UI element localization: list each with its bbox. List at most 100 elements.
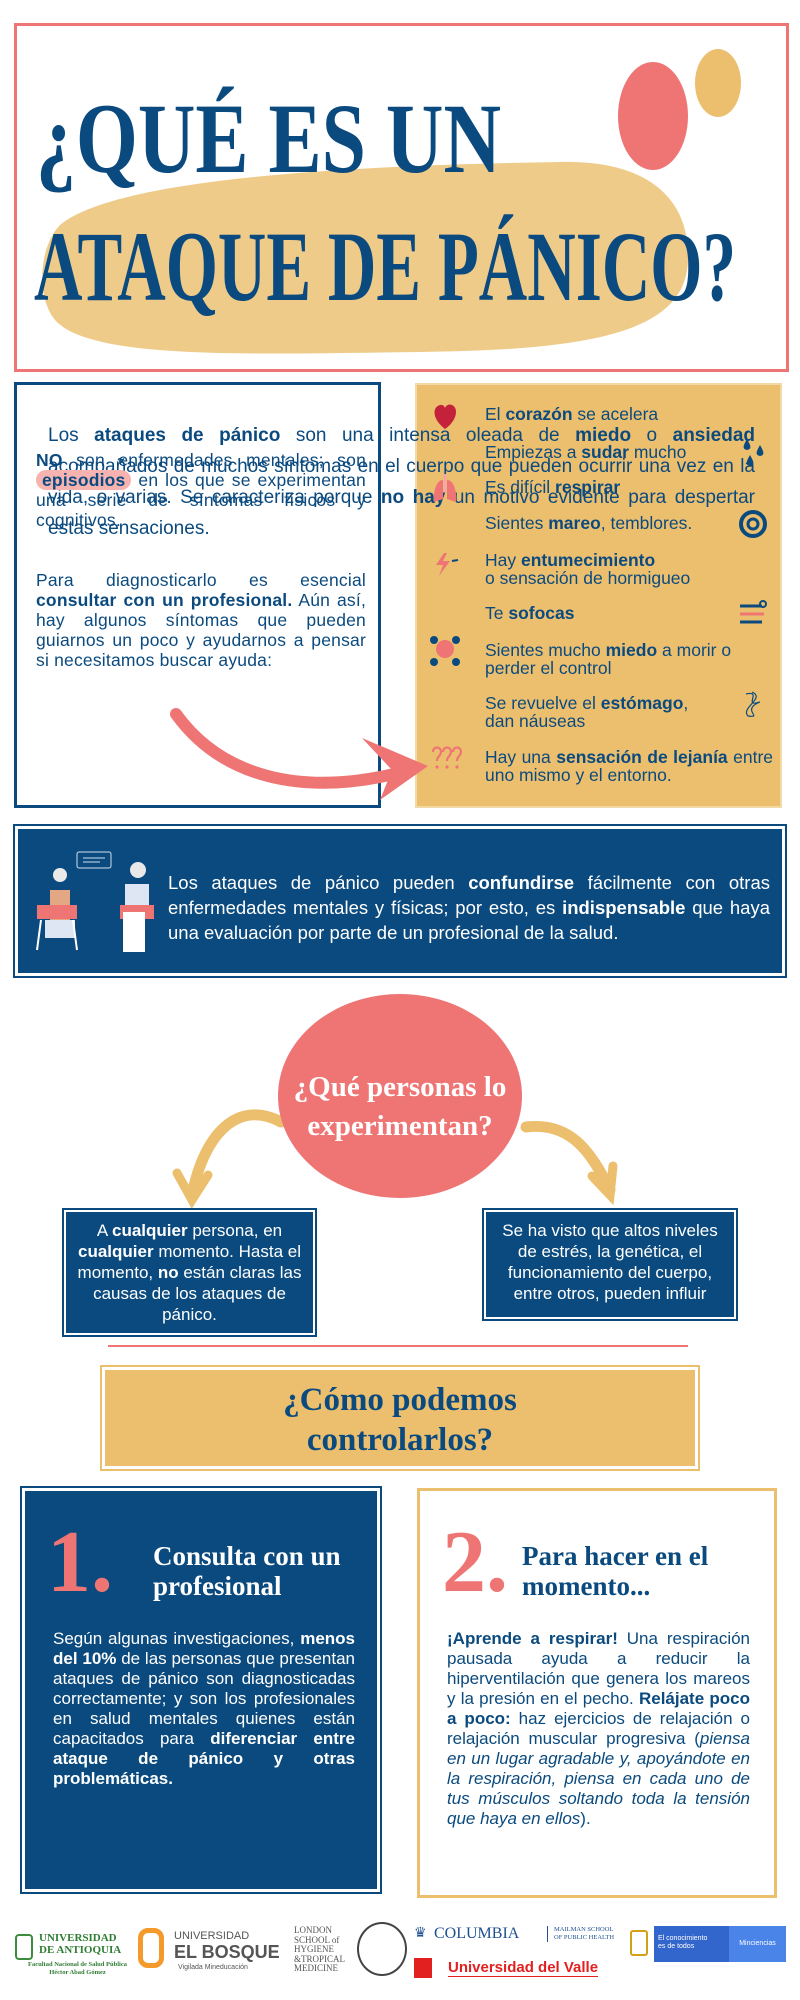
bosque-name-1: UNIVERSIDAD xyxy=(174,1930,250,1942)
symptom-item: Se revuelve el estómago, dan náuseas xyxy=(485,694,773,730)
right-arrow xyxy=(520,1120,616,1196)
lshtm-line: &TROPICAL xyxy=(294,1953,346,1964)
text-segment: ). xyxy=(580,1809,591,1828)
intro-paragraph: Los ataques de pánico son una intensa ol… xyxy=(48,420,755,544)
bold-text: consultar con un profesional. xyxy=(36,590,293,610)
text-segment: Hay una xyxy=(485,747,557,767)
section-divider xyxy=(108,1345,688,1347)
text-segment: Para diagnosticarlo es esencial xyxy=(36,570,366,590)
bold-text: no xyxy=(157,1263,179,1282)
bold-text: ansiedad xyxy=(672,425,755,446)
tip-body-2: ¡Aprende a respirar! Una respiración pau… xyxy=(447,1629,750,1829)
bold-text: no hay xyxy=(380,487,446,508)
text-segment: o sensación de hormigueo xyxy=(485,568,691,588)
text-segment: Te xyxy=(485,603,509,623)
tip-body-1: Según algunas investigaciones, menos del… xyxy=(53,1629,355,1789)
text-segment: o xyxy=(631,425,673,446)
text-segment: acompañados de muchos síntomas en el cue… xyxy=(48,456,755,508)
bold-text: corazón xyxy=(505,404,573,424)
text-segment: , temblores. xyxy=(600,513,693,533)
text-segment: fácilmente con otras enfermedades mental… xyxy=(168,872,770,918)
diagnosis-paragraph: Para diagnosticarlo es esencial consulta… xyxy=(36,570,366,670)
text-segment: piensa en un lugar agradable y, apoyándo… xyxy=(447,1729,750,1828)
univalle-name: Universidad del Valle xyxy=(448,1959,599,1977)
bold-text: NO xyxy=(36,450,63,470)
lungs-icon xyxy=(430,472,460,504)
symptom-item: El corazón se acelera xyxy=(485,405,773,423)
bold-text: mareo xyxy=(548,513,601,533)
crown-icon: ♛ xyxy=(414,1924,427,1940)
sweat-drops-icon xyxy=(738,437,768,469)
banner-text: Los ataques de pánico pueden confundirse… xyxy=(168,870,770,945)
text-segment: Los ataques de pánico pueden xyxy=(168,872,469,893)
left-arrow xyxy=(186,1109,285,1201)
control-heading-box: ¿Cómo podemos controlarlos? xyxy=(100,1365,700,1471)
udea-faculty-name: Héctor Abad Gómez xyxy=(49,1969,106,1976)
bold-text: sofocas xyxy=(508,603,575,623)
symptom-item: Te sofocas xyxy=(485,604,773,622)
lshtm-seal-icon xyxy=(357,1922,407,1976)
text-segment: A xyxy=(96,1221,112,1240)
tip-card-1: 1. Consulta con un profesional Según alg… xyxy=(20,1486,382,1894)
lshtm-line: LONDON xyxy=(294,1925,332,1935)
who-left-box: A cualquier persona, en cualquier moment… xyxy=(62,1208,317,1337)
text-segment: haz ejercicios de relajación o relajació… xyxy=(447,1709,750,1748)
tip-number-1: 1. xyxy=(47,1514,113,1611)
text-segment: momento. Hasta el momento, xyxy=(77,1242,301,1282)
yellow-arrow-left xyxy=(172,1109,285,1209)
question-marks-icon xyxy=(430,742,463,774)
columbia-name: COLUMBIA xyxy=(434,1925,520,1942)
bosque-name-2: EL BOSQUE xyxy=(174,1942,280,1962)
title-frame xyxy=(14,23,789,372)
text-segment: en los que se experimentan una serie de … xyxy=(36,470,366,530)
text-segment: Aún así, hay algunos síntomas que pueden… xyxy=(36,590,366,670)
who-right-box: Se ha visto que altos niveles de estrés,… xyxy=(482,1208,738,1321)
bold-text: cualquier xyxy=(112,1221,188,1240)
text-segment: Hay xyxy=(485,550,521,570)
text-segment: Empiezas a xyxy=(485,442,582,462)
colombia-coat-of-arms-icon xyxy=(630,1930,648,1956)
text-segment: Una respiración pausada ayuda a reducir … xyxy=(447,1629,750,1708)
bold-text: cualquier xyxy=(78,1242,154,1261)
lshtm-line: SCHOOL of xyxy=(294,1934,340,1945)
text-segment: se acelera xyxy=(572,404,659,424)
text-segment: mucho xyxy=(628,442,687,462)
udea-seal-icon xyxy=(15,1934,33,1960)
bosque-emblem-icon xyxy=(138,1928,164,1968)
bold-text: indispensable xyxy=(562,897,686,918)
univalle-emblem-icon xyxy=(414,1958,432,1978)
text-segment: Los xyxy=(48,425,95,446)
gov-slogan: El conocimiento xyxy=(658,1935,708,1942)
text-segment: que haya una evaluación por parte de un … xyxy=(168,897,770,943)
bold-text: diferenciar entre ataque de pánico y otr… xyxy=(53,1729,355,1788)
bold-text: entumecimiento xyxy=(520,550,656,570)
bold-text: miedo xyxy=(605,640,658,660)
text-segment: Se ha visto que altos niveles de estrés,… xyxy=(502,1221,718,1303)
skull-icon xyxy=(430,635,460,667)
text-segment: están claras las causas de los ataques d… xyxy=(93,1263,302,1324)
text-segment: son una intensa oleada de xyxy=(280,425,576,446)
tip-title-1: Consulta con un profesional xyxy=(153,1541,341,1601)
bold-text: miedo xyxy=(575,425,632,446)
udea-name-1: UNIVERSIDAD xyxy=(39,1932,117,1944)
bold-text: menos del 10% xyxy=(53,1629,355,1668)
text-segment: entre uno mismo y el entorno. xyxy=(485,747,774,785)
udea-faculty: Facultad Nacional de Salud Pública xyxy=(28,1961,127,1968)
scribble-icon xyxy=(738,688,768,720)
bosque-sub: Vigilada Mineducación xyxy=(178,1964,248,1971)
text-segment: , dan náuseas xyxy=(485,693,689,731)
text-segment: a morir o perder el control xyxy=(485,640,732,678)
yellow-arrow-right xyxy=(520,1120,618,1206)
tip-card-2: 2. Para hacer en el momento... ¡Aprende … xyxy=(417,1488,777,1898)
udea-name-2: DE ANTIOQUIA xyxy=(39,1944,122,1956)
bold-text: sudar xyxy=(581,442,629,462)
bold-text: respirar xyxy=(555,477,621,497)
bold-text: confundirse xyxy=(468,872,575,893)
control-heading: ¿Cómo podemos controlarlos? xyxy=(283,1382,517,1458)
symptom-item: Sientes mucho miedo a morir o perder el … xyxy=(485,641,773,677)
spiral-icon xyxy=(738,508,768,540)
bold-text: Relájate poco a poco: xyxy=(447,1689,750,1728)
minciencias-label: Minciencias xyxy=(729,1926,786,1962)
